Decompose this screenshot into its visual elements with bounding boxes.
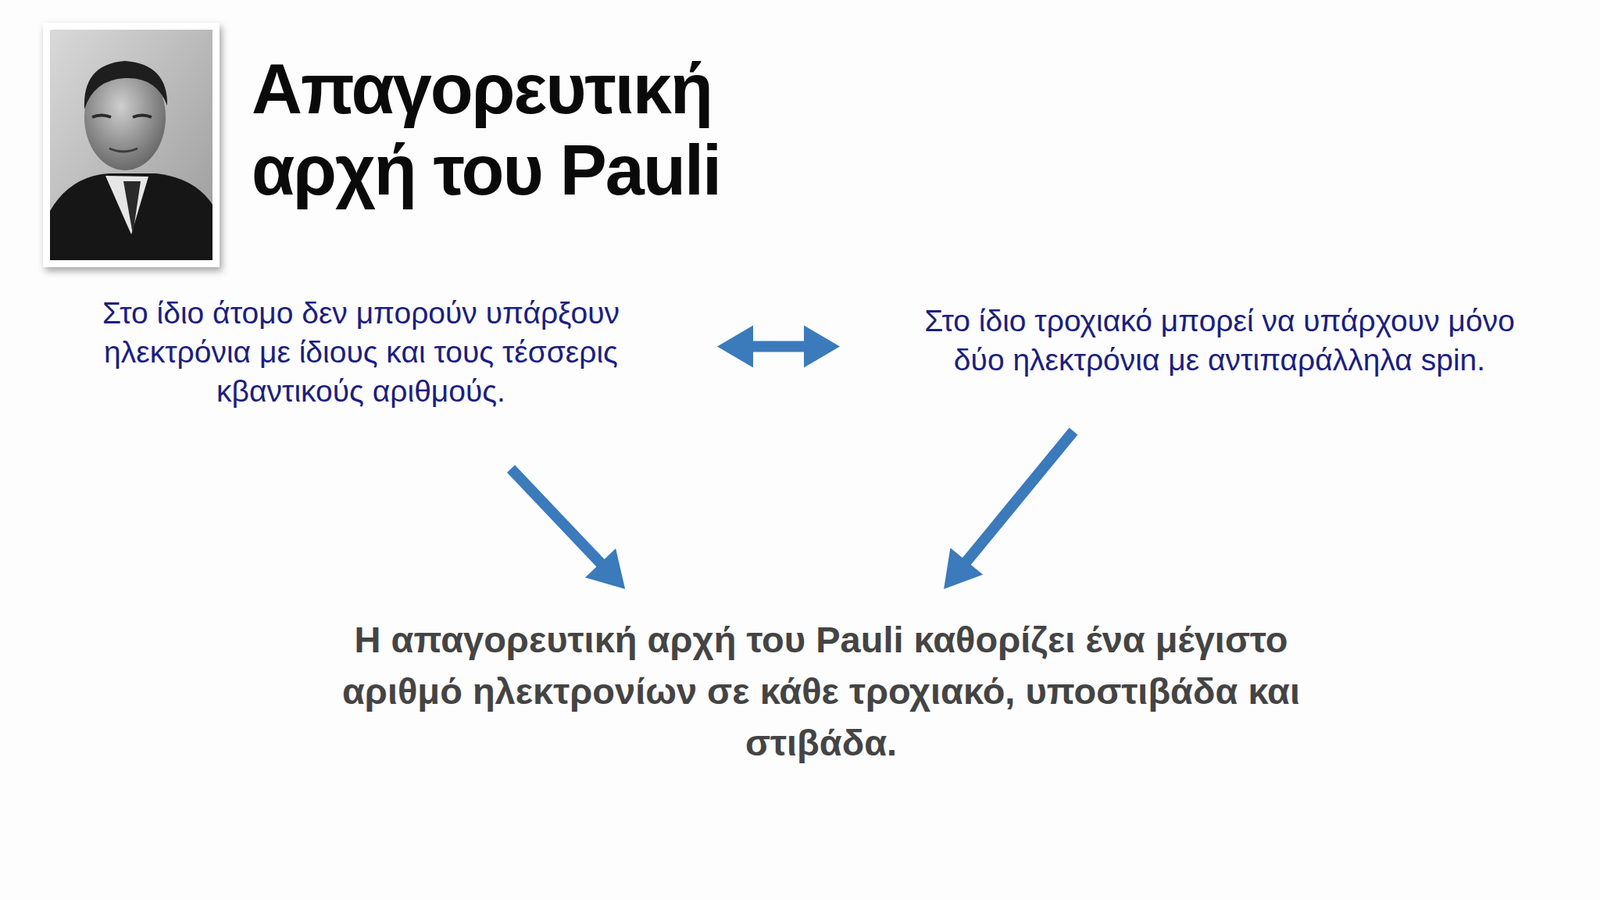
flow-arrow bbox=[943, 431, 1074, 590]
statement-block: Στο ίδιο τροχιακό μπορεί να υπάρχουν μόν… bbox=[899, 298, 1540, 383]
conclusion-block: Η απαγορευτική αρχή του Pauli καθορίζει … bbox=[305, 610, 1337, 772]
arrow-head bbox=[943, 547, 983, 590]
statement-text: Στο ίδιο άτομο δεν μπορούν υπάρξουν ηλεκ… bbox=[53, 293, 669, 411]
arrow-shaft bbox=[965, 431, 1074, 563]
arrow-shaft bbox=[751, 341, 806, 353]
portrait-photo bbox=[0, 0, 250, 297]
arrow-head bbox=[585, 548, 625, 590]
arrow-head bbox=[717, 325, 754, 368]
flow-arrow bbox=[510, 468, 625, 590]
statement-text: Στο ίδιο τροχιακό μπορεί να υπάρχουν μόν… bbox=[903, 301, 1536, 380]
arrow-shaft bbox=[510, 468, 602, 565]
flow-arrow bbox=[717, 325, 840, 368]
arrow-head bbox=[803, 325, 840, 368]
slide-title: Απαγορευτική αρχή του Pauli bbox=[251, 48, 861, 211]
statement-text: Η απαγορευτική αρχή του Pauli καθορίζει … bbox=[310, 614, 1333, 769]
statement-block: Στο ίδιο άτομο δεν μπορούν υπάρξουν ηλεκ… bbox=[48, 290, 674, 415]
